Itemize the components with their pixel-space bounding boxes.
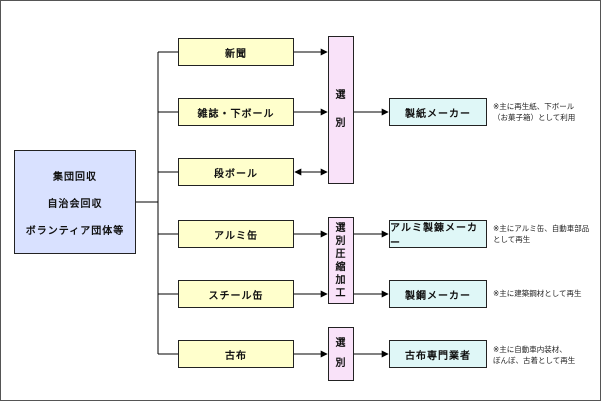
item-aluminum-cans: アルミ缶 — [178, 220, 294, 248]
source-line: ボランティア団体等 — [25, 225, 125, 237]
process-char: 別 — [335, 235, 347, 247]
source-line: 集団回収 — [53, 171, 97, 183]
source-line: 自治会回収 — [47, 198, 103, 210]
process-char: 別 — [335, 358, 347, 369]
note-cloth: ※主に自動車内装材、 ぼんぼ、古着として再生 — [493, 345, 576, 365]
process-char: 縮 — [335, 261, 347, 273]
destination-cloth-dealer: 古布専門業者 — [389, 340, 487, 368]
note-paper: ※主に再生紙、下ボール （お菓子箱）として利用 — [493, 102, 576, 122]
collection-source-box: 集団回収 自治会回収 ボランティア団体等 — [14, 150, 136, 254]
item-cardboard: 段ボール — [178, 158, 294, 186]
note-steel: ※主に建築鋼材として再生 — [493, 289, 582, 298]
process-sorting-compression: 選 別 圧 縮 加 工 — [328, 217, 354, 304]
process-char: 工 — [335, 287, 347, 299]
item-old-cloth: 古布 — [178, 340, 294, 368]
destination-aluminum-smelter: アルミ製錬メーカー — [389, 220, 487, 249]
process-char: 選 — [335, 338, 347, 349]
note-aluminum: ※主にアルミ缶、自動車部品 として再生 — [493, 224, 590, 244]
process-char: 加 — [335, 274, 347, 286]
item-steel-cans: スチール缶 — [178, 280, 294, 308]
process-char: 圧 — [335, 248, 347, 260]
process-sorting-paper: 選 別 — [328, 36, 354, 184]
process-char: 選 — [335, 90, 347, 101]
process-char: 選 — [335, 222, 347, 234]
item-newspaper: 新聞 — [178, 38, 294, 66]
process-sorting-cloth: 選 別 — [328, 327, 354, 381]
item-magazines: 雑誌・下ボール — [178, 98, 294, 126]
destination-paper-maker: 製紙メーカー — [389, 98, 487, 126]
process-char: 別 — [335, 118, 347, 129]
destination-steel-maker: 製鋼メーカー — [389, 280, 487, 308]
